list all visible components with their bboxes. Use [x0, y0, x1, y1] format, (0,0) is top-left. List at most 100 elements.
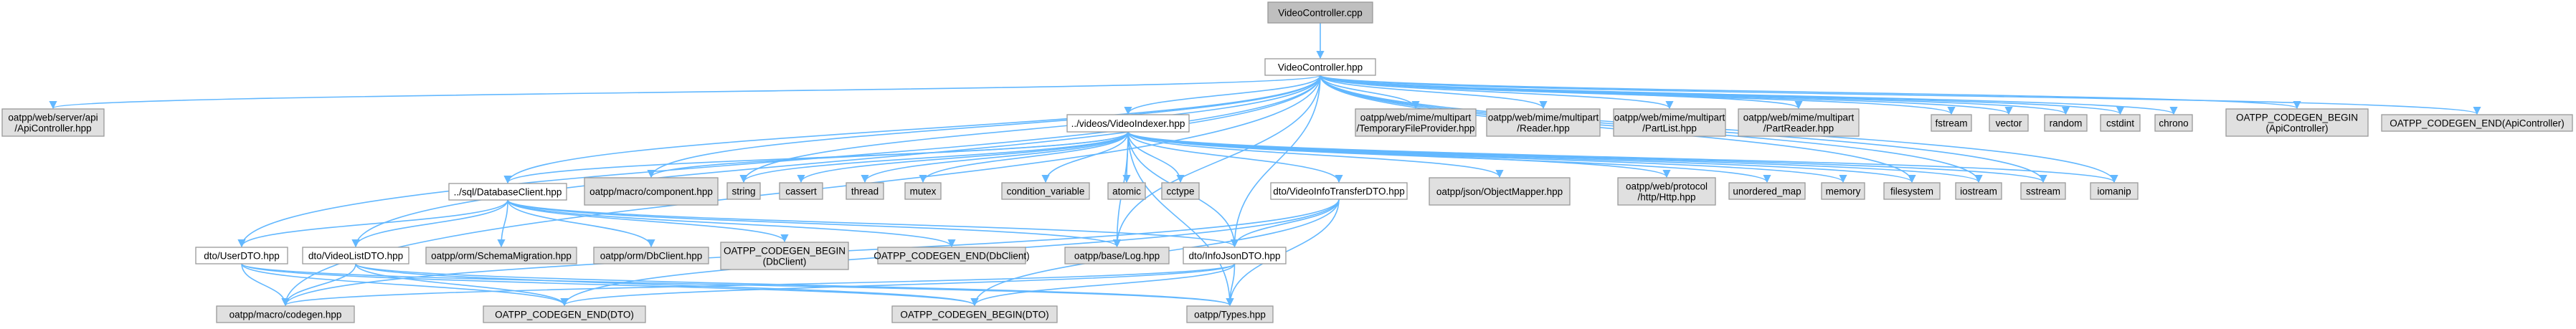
node-partreader-label-line-1: /PartReader.hpp	[1763, 123, 1834, 134]
node-reader-label-line-0: oatpp/web/mime/multipart	[1488, 113, 1599, 123]
edge-vch-to-chrono	[1320, 75, 2178, 115]
node-memory: memory	[1821, 182, 1865, 200]
node-dbclient[interactable]: ../sql/DatabaseClient.hpp	[448, 183, 567, 201]
node-root-label-line-0: VideoController.cpp	[1278, 8, 1363, 19]
node-userdto[interactable]: dto/UserDTO.hpp	[195, 247, 288, 264]
node-cgend_dto: OATPP_CODEGEN_END(DTO)	[483, 305, 646, 323]
node-cgbegin_db-box	[720, 242, 849, 270]
node-iomanip: iomanip	[2090, 182, 2139, 200]
edge-infojson-to-codegen	[281, 263, 1236, 307]
node-objmapper: oatpp/json/ObjectMapper.hpp	[1429, 177, 1571, 206]
node-filesystem: filesystem	[1883, 182, 1941, 200]
node-cgbegin_dto-label-line-0: OATPP_CODEGEN_BEGIN(DTO)	[900, 310, 1048, 320]
node-ormdb-box	[593, 247, 709, 264]
node-baselog-label-line-0: oatpp/base/Log.hpp	[1074, 251, 1160, 262]
node-types-box	[1186, 305, 1274, 323]
node-chrono: chrono	[2154, 114, 2193, 132]
node-schemamig: oatpp/orm/SchemaMigration.hpp	[425, 247, 577, 264]
node-cgbegin_db: OATPP_CODEGEN_BEGIN(DbClient)	[720, 242, 849, 270]
edge-vidx-to-iomanip	[1127, 131, 2118, 183]
node-filesystem-label-line-0: filesystem	[1890, 186, 1933, 197]
node-cgbegin_db-label-line-1: (DbClient)	[763, 257, 807, 267]
edge-vch-to-string	[739, 75, 1321, 183]
edge-vch-to-dbclient	[503, 75, 1321, 184]
edge-vch-to-cgend_api	[1320, 75, 2481, 115]
node-fstream-box	[1931, 114, 1972, 132]
edge-vidx-to-iostream	[1127, 131, 1983, 183]
node-userdto-box[interactable]	[195, 247, 288, 264]
node-vector-label-line-0: vector	[1996, 118, 2022, 129]
edge-vidx-to-umap	[1127, 131, 1771, 183]
node-random: random	[2044, 114, 2088, 132]
node-http-label-line-1: /http/Http.hpp	[1637, 192, 1695, 203]
edge-vidx-to-objmapper	[1127, 131, 1504, 178]
node-cctype: cctype	[1161, 182, 1200, 200]
node-vch[interactable]: VideoController.hpp	[1264, 58, 1376, 76]
node-random-box	[2044, 114, 2088, 132]
node-condvar-box	[1001, 182, 1090, 200]
node-vch-label-line-0: VideoController.hpp	[1278, 62, 1363, 73]
node-vidto[interactable]: dto/VideoInfoTransferDTO.hpp	[1270, 182, 1408, 200]
node-cgend_dto-label-line-0: OATPP_CODEGEN_END(DTO)	[495, 310, 634, 320]
node-codegen-box	[216, 305, 355, 323]
node-vldto[interactable]: dto/VideoListDTO.hpp	[302, 247, 409, 264]
node-root[interactable]: VideoController.cpp	[1267, 1, 1373, 24]
node-memory-label-line-0: memory	[1826, 186, 1861, 197]
node-dbclient-box[interactable]	[448, 183, 567, 201]
edge-dbclient-to-baselog	[507, 199, 1121, 248]
node-apicontroller-label-line-0: oatpp/web/server/api	[8, 113, 98, 123]
edge-userdto-to-cgend_dto	[241, 263, 569, 307]
edge-dbclient-to-ormdb	[507, 199, 655, 248]
node-umap-label-line-0: unordered_map	[1733, 186, 1801, 197]
node-vector-box	[1989, 114, 2029, 132]
node-sstream-box	[2020, 182, 2066, 200]
node-infojson[interactable]: dto/InfoJsonDTO.hpp	[1183, 247, 1287, 264]
node-partlist-box	[1613, 108, 1726, 137]
node-vch-box[interactable]	[1264, 58, 1376, 76]
node-iostream: iostream	[1955, 182, 2002, 200]
edge-dbclient-to-infojson	[507, 199, 1239, 248]
node-iostream-box	[1955, 182, 2002, 200]
node-reader-box	[1486, 108, 1601, 137]
node-partreader-box	[1738, 108, 1860, 137]
node-userdto-label-line-0: dto/UserDTO.hpp	[204, 251, 280, 262]
node-types-label-line-0: oatpp/Types.hpp	[1194, 310, 1266, 320]
edge-infojson-to-types	[1226, 263, 1236, 307]
edge-dbclient-to-cgend_db	[507, 199, 956, 248]
node-cgbegin_dto: OATPP_CODEGEN_BEGIN(DTO)	[891, 305, 1058, 323]
node-codegen-label-line-0: oatpp/macro/codegen.hpp	[229, 310, 342, 320]
node-atomic-box	[1107, 182, 1146, 200]
node-component-box	[584, 177, 719, 206]
edge-vidx-to-cctype	[1127, 131, 1185, 183]
node-root-box[interactable]	[1267, 1, 1373, 24]
edge-vidx-to-string	[739, 131, 1129, 183]
edge-vch-to-vidx	[1124, 75, 1321, 115]
node-cgend_api-box	[2381, 114, 2573, 132]
edge-vch-to-reader	[1320, 75, 1548, 110]
node-sstream-label-line-0: sstream	[2026, 186, 2060, 197]
node-reader: oatpp/web/mime/multipart/Reader.hpp	[1486, 108, 1601, 137]
edge-vidx-to-cassert	[797, 131, 1129, 183]
node-condvar-label-line-0: condition_variable	[1007, 186, 1085, 197]
node-atomic-label-line-0: atomic	[1112, 186, 1141, 197]
node-schemamig-label-line-0: oatpp/orm/SchemaMigration.hpp	[431, 251, 572, 262]
node-vldto-box[interactable]	[302, 247, 409, 264]
edge-infojson-to-cgend_dto	[560, 263, 1236, 307]
node-vidto-box[interactable]	[1270, 182, 1408, 200]
node-cgend_api: OATPP_CODEGEN_END(ApiController)	[2381, 114, 2573, 132]
edge-vidto-to-infojson	[1230, 199, 1340, 248]
node-cstdint-label-line-0: cstdint	[2106, 118, 2134, 129]
node-cgbegin_db-label-line-0: OATPP_CODEGEN_BEGIN	[724, 246, 846, 257]
node-component: oatpp/macro/component.hpp	[584, 177, 719, 206]
node-vector: vector	[1989, 114, 2029, 132]
node-infojson-box[interactable]	[1183, 247, 1287, 264]
node-dbclient-label-line-0: ../sql/DatabaseClient.hpp	[454, 187, 562, 198]
node-tfp-box	[1355, 108, 1477, 137]
node-http: oatpp/web/protocol/http/Http.hpp	[1617, 177, 1716, 206]
node-vidx-box[interactable]	[1066, 114, 1190, 133]
node-thread-box	[846, 182, 884, 200]
node-filesystem-box	[1883, 182, 1941, 200]
node-types: oatpp/Types.hpp	[1186, 305, 1274, 323]
node-vidx[interactable]: ../videos/VideoIndexer.hpp	[1066, 114, 1190, 133]
